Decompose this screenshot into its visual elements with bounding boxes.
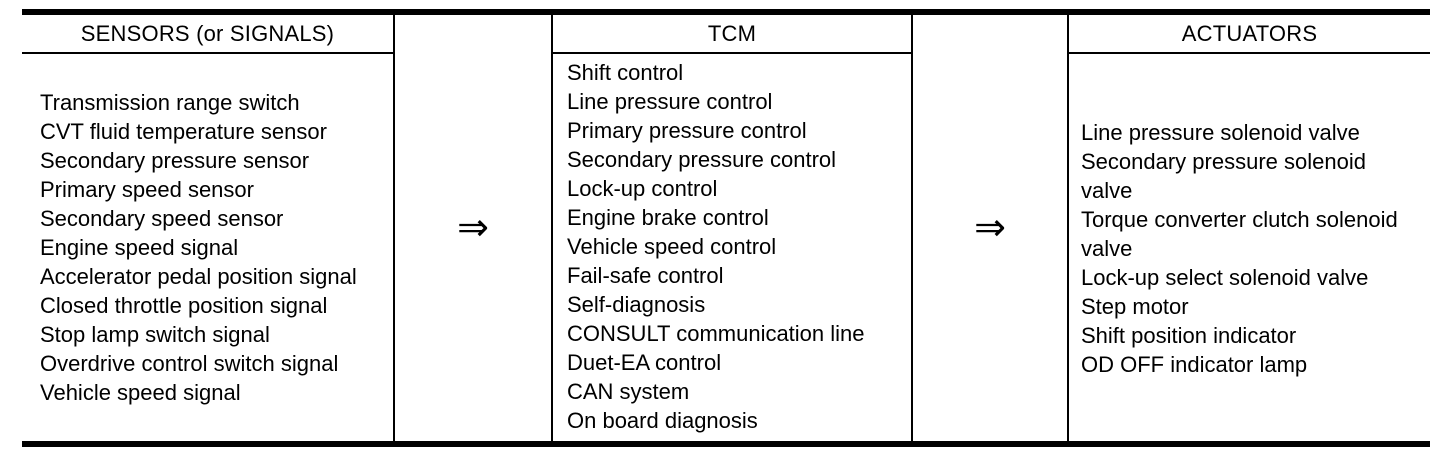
list-item: CVT fluid temperature sensor	[40, 119, 327, 144]
tcm-column-header: TCM	[553, 15, 911, 54]
list-item: Secondary pressure control	[567, 147, 837, 172]
list-item: Transmission range switch	[40, 90, 300, 115]
list-item: Lock-up control	[567, 176, 718, 201]
list-item: Overdrive control switch signal	[40, 351, 339, 376]
list-item: Self-diagnosis	[567, 292, 706, 317]
list-item: Vehicle speed signal	[40, 380, 241, 405]
right-double-arrow-icon: ⇒	[457, 205, 489, 249]
list-item: Step motor	[1081, 294, 1189, 319]
flow-gap-tcm-to-actuators: ⇒	[913, 15, 1067, 441]
actuators-column-header: ACTUATORS	[1069, 15, 1430, 54]
list-item: CAN system	[567, 379, 690, 404]
list-item: Duet-EA control	[567, 350, 722, 375]
sensors-column-header: SENSORS (or SIGNALS)	[22, 15, 393, 54]
list-item: Engine brake control	[567, 205, 769, 230]
list-item: Lock-up select solenoid valve	[1081, 265, 1369, 290]
list-item: Closed throttle position signal	[40, 293, 328, 318]
list-item: Vehicle speed control	[567, 234, 777, 259]
list-item: Shift position indicator	[1081, 323, 1297, 348]
list-item: Secondary pressure sensor	[40, 148, 310, 173]
list-item: Secondary speed sensor	[40, 206, 284, 231]
flow-gap-sensors-to-tcm: ⇒	[395, 15, 551, 441]
io-table: SENSORS (or SIGNALS) Transmission range …	[22, 9, 1430, 447]
list-item: Fail-safe control	[567, 263, 724, 288]
list-item: Line pressure solenoid valve	[1081, 120, 1360, 145]
right-double-arrow-icon: ⇒	[974, 205, 1006, 249]
sensors-column: SENSORS (or SIGNALS) Transmission range …	[22, 15, 395, 441]
list-item: Line pressure control	[567, 89, 773, 114]
list-item: On board diagnosis	[567, 408, 758, 433]
list-item: Accelerator pedal position signal	[40, 264, 357, 289]
list-item: OD OFF indicator lamp	[1081, 352, 1308, 377]
list-item: Shift control	[567, 60, 684, 85]
list-item: Torque converter clutch solenoid valve	[1081, 207, 1398, 261]
list-item: CONSULT communication line	[567, 321, 865, 346]
list-item: Engine speed signal	[40, 235, 239, 260]
list-item: Primary pressure control	[567, 118, 807, 143]
list-item: Secondary pressure solenoid valve	[1081, 149, 1366, 203]
list-item: Stop lamp switch signal	[40, 322, 270, 347]
list-item: Primary speed sensor	[40, 177, 254, 202]
